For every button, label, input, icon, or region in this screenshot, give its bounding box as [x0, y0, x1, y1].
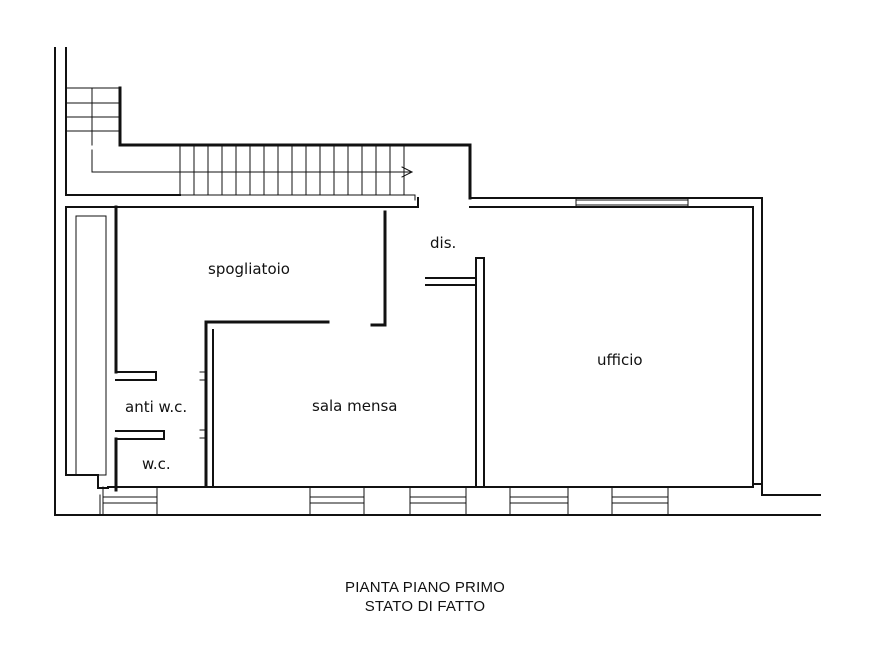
- stair-enclosure: [118, 86, 472, 200]
- window-top: [575, 197, 689, 208]
- top-wall-right-outer: [469, 197, 763, 485]
- window-bottom-3: [409, 486, 467, 516]
- door-jamb-1: [199, 371, 207, 381]
- dis-partition: [425, 277, 477, 286]
- ufficio-left-wall: [475, 257, 485, 488]
- room-label-ufficio: ufficio: [597, 351, 643, 369]
- left-strip-wall: [75, 215, 107, 476]
- stair-inner-line: [91, 149, 413, 173]
- window-bottom-5: [611, 486, 669, 516]
- room-label-sala-mensa: sala mensa: [312, 397, 398, 415]
- stair-bottom-edge: [65, 194, 416, 201]
- stair-steps-upper: [65, 87, 121, 146]
- top-wall-main: [65, 197, 419, 208]
- window-bottom-2: [309, 486, 365, 516]
- plan-caption-line-1: PIANTA PIANO PRIMO: [344, 579, 506, 596]
- spogliatoio-right-wall: [370, 210, 387, 327]
- stair-treads: [179, 144, 405, 196]
- window-bottom-4: [509, 486, 569, 516]
- outer-wall-left: [54, 47, 821, 516]
- door-jamb-2: [199, 429, 207, 439]
- top-wall-right: [469, 206, 821, 496]
- room-label-wc: w.c.: [142, 455, 171, 473]
- window-bottom-1: [102, 486, 158, 516]
- room-label-anti-wc: anti w.c.: [125, 398, 188, 416]
- plan-caption-line-2: STATO DI FATTO: [364, 598, 486, 615]
- top-wall-left: [65, 206, 109, 489]
- inner-wall-left: [65, 47, 181, 196]
- room-label-dis: dis.: [430, 234, 457, 252]
- room-label-spogliatoio: spogliatoio: [208, 260, 290, 278]
- stair-arrow-icon: [401, 166, 414, 178]
- anti-wc-lower-partition: [115, 430, 165, 440]
- anti-wc-upper-partition: [115, 371, 157, 381]
